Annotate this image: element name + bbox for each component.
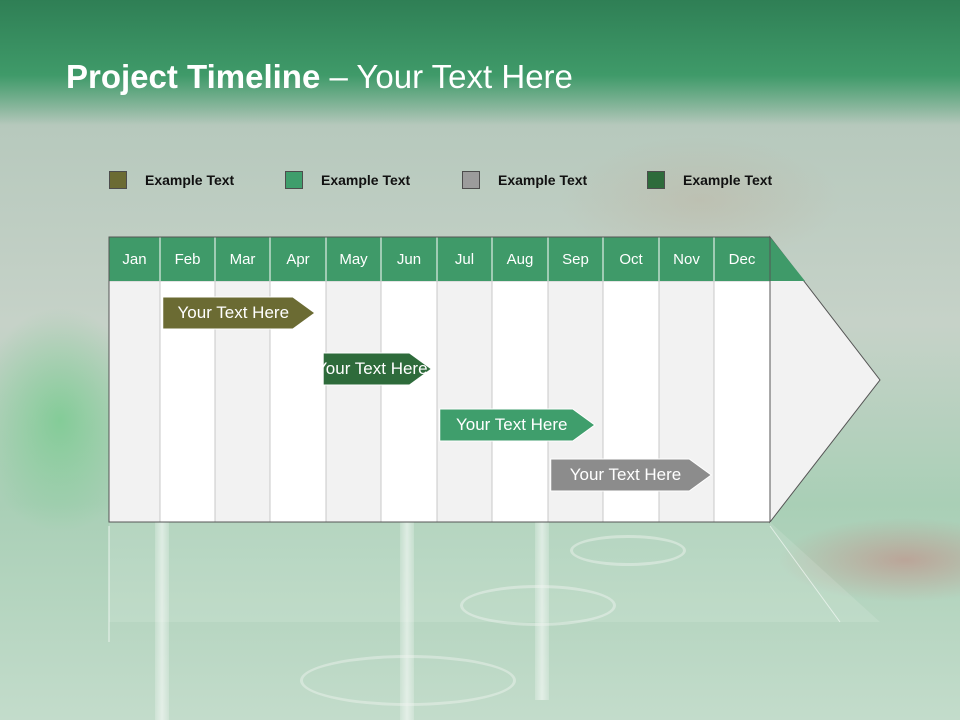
legend-swatch [647, 171, 665, 189]
page-title: Project Timeline – Your Text Here [66, 58, 573, 96]
month-column [108, 280, 161, 523]
stool-pole [155, 520, 169, 720]
stool-base [570, 535, 686, 566]
legend-item: Example Text [462, 170, 587, 190]
month-label: Feb [174, 250, 201, 268]
legend-item: Example Text [647, 170, 772, 190]
month-label: Dec [728, 250, 756, 268]
month-label: Oct [619, 250, 643, 268]
task-bar [550, 458, 713, 492]
stool-base [460, 585, 616, 626]
month-column [380, 280, 438, 523]
task-label: Your Text Here [569, 465, 682, 484]
legend-item: Example Text [285, 170, 410, 190]
month-label: Jan [122, 250, 147, 268]
month-column [713, 280, 771, 523]
month-label: Nov [673, 250, 700, 268]
month-column [325, 280, 382, 523]
month-label: Jul [454, 250, 475, 268]
month-label: Mar [229, 250, 256, 268]
legend-label: Example Text [145, 172, 235, 188]
reflection [109, 522, 880, 622]
task-label: Your Text Here [316, 359, 428, 378]
task-bar [439, 408, 596, 442]
task-bar [162, 296, 316, 330]
reflection-edge [769, 525, 841, 623]
title-band [0, 0, 960, 125]
task-bar [322, 352, 433, 386]
legend-label: Example Text [498, 172, 588, 188]
month-column [491, 280, 549, 523]
legend-item: Example Text [109, 170, 234, 190]
timeline-outline [108, 236, 770, 523]
month-header-arrow [770, 237, 805, 281]
month-label: Aug [506, 250, 534, 268]
task-label: Your Text Here [177, 303, 290, 322]
month-label: Jun [396, 250, 422, 268]
task-label: Your Text Here [455, 415, 568, 434]
month-label: Apr [286, 250, 310, 268]
legend-swatch [285, 171, 303, 189]
legend-swatch [109, 171, 127, 189]
title-rest: – Your Text Here [320, 58, 573, 95]
legend-label: Example Text [321, 172, 411, 188]
month-label: Sep [562, 250, 589, 268]
month-header [109, 237, 770, 281]
stool-base [300, 655, 516, 706]
legend-swatch [462, 171, 480, 189]
month-label: May [339, 250, 368, 268]
legend-label: Example Text [683, 172, 773, 188]
title-bold: Project Timeline [66, 58, 321, 95]
month-column [436, 280, 493, 523]
